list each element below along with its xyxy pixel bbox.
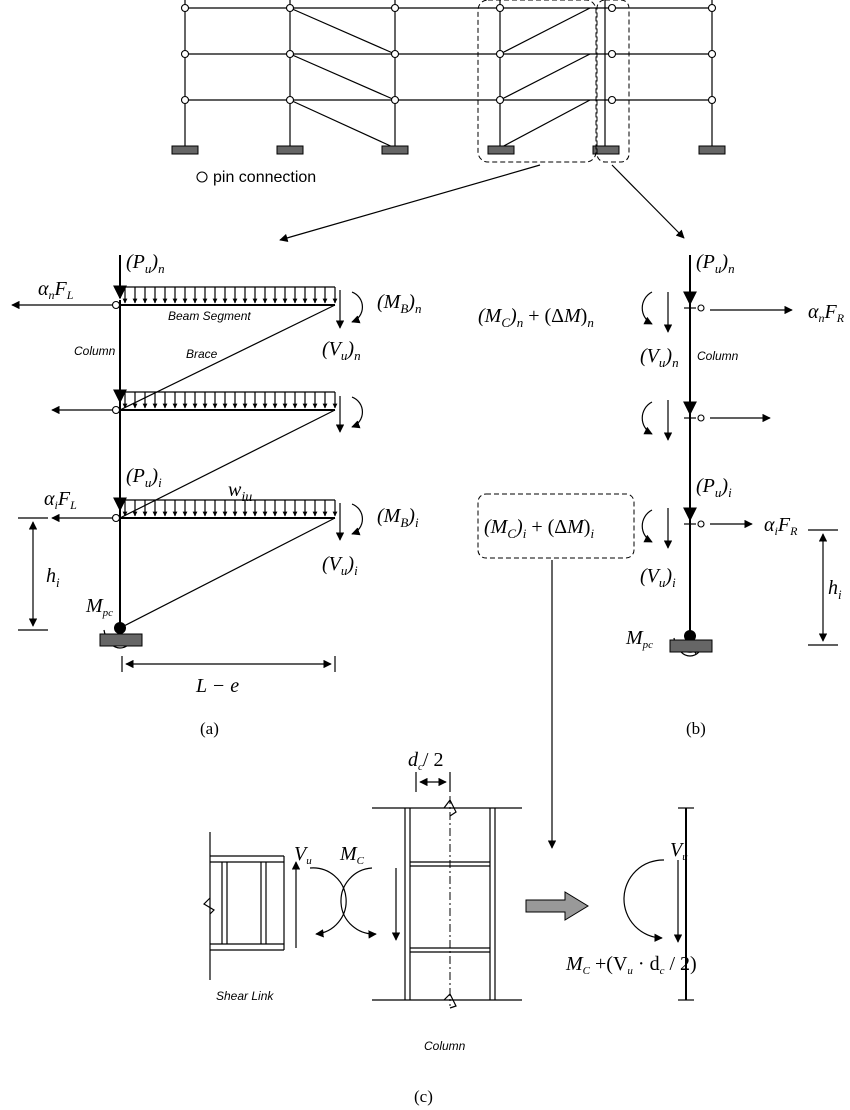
svg-text:(Pu)n: (Pu)n — [696, 251, 735, 276]
svg-text:(MC)i + (ΔM)i: (MC)i + (ΔM)i — [484, 516, 594, 541]
svg-text:(Pu)n: (Pu)n — [126, 251, 165, 276]
pin-legend: pin connection — [213, 169, 316, 186]
shear-link-label: Shear Link — [216, 989, 274, 1003]
panel-b: (Pu)n (MC)n + (ΔM)n αnFR (Vu)n Column (P… — [477, 251, 845, 849]
column-section — [372, 796, 522, 1009]
top-frame: pin connection — [171, 0, 726, 242]
shear-link — [203, 832, 285, 980]
svg-text:αnFR: αnFR — [808, 301, 845, 325]
caption-a: (a) — [200, 719, 219, 738]
column-label-a: Column — [74, 344, 116, 358]
brace-label: Brace — [186, 347, 218, 361]
svg-text:Mpc: Mpc — [625, 627, 653, 651]
dc-label: d — [408, 749, 419, 771]
caption-b: (b) — [686, 719, 706, 738]
svg-text:hi: hi — [828, 577, 842, 602]
svg-text:wiu: wiu — [228, 479, 252, 505]
svg-text:(Vu)i: (Vu)i — [640, 565, 676, 590]
svg-text:MC: MC — [339, 843, 365, 867]
svg-text:hi: hi — [46, 565, 60, 590]
mpc-label-a: M — [85, 595, 104, 617]
svg-text:MC +(Vu · dc / 2): MC +(Vu · dc / 2) — [565, 953, 697, 977]
length-label: L − e — [195, 675, 239, 697]
svg-text:αiFR: αiFR — [764, 514, 798, 538]
svg-text:(MB)i: (MB)i — [377, 505, 419, 530]
svg-text:(Pu)i: (Pu)i — [126, 465, 162, 490]
column-label-c: Column — [424, 1039, 466, 1053]
svg-text:(Vu)i: (Vu)i — [322, 553, 358, 578]
distributed-load-top — [122, 286, 338, 304]
mc-label: M — [339, 843, 358, 865]
height-h-label: h — [46, 565, 56, 587]
column-label-b: Column — [697, 349, 739, 363]
distributed-load-mid — [122, 391, 338, 409]
distributed-load-bottom — [122, 499, 338, 517]
svg-text:(Vu)n: (Vu)n — [322, 338, 361, 363]
svg-text:(MB)n: (MB)n — [377, 291, 421, 316]
svg-text:dc/ 2: dc/ 2 — [408, 749, 443, 773]
beam-segment-label: Beam Segment — [168, 309, 251, 323]
svg-text:αnFL: αnFL — [38, 278, 74, 302]
panel-c: dc/ 2 Vu MC Vu MC +(Vu · dc / 2) Shear L… — [203, 749, 697, 1106]
svg-text:(Pu)i: (Pu)i — [696, 475, 732, 500]
vu-label-link: V — [294, 843, 309, 865]
svg-text:(Vu)n: (Vu)n — [640, 345, 679, 370]
load-w-label: w — [228, 479, 242, 501]
svg-text:(MC)n + (ΔM)n: (MC)n + (ΔM)n — [478, 305, 594, 330]
result-moment-label: M — [565, 953, 584, 975]
caption-c: (c) — [414, 1087, 433, 1106]
svg-text:αiFL: αiFL — [44, 488, 77, 512]
svg-text:Vu: Vu — [294, 843, 312, 867]
svg-text:Mpc: Mpc — [85, 595, 113, 619]
panel-a: (Pu)n αnFL Beam Segment Column Brace (MB… — [11, 251, 421, 738]
